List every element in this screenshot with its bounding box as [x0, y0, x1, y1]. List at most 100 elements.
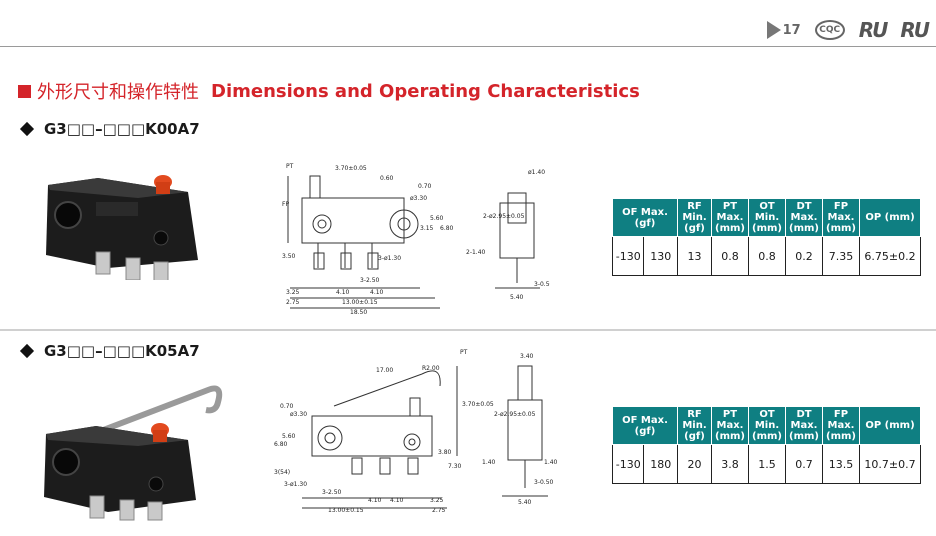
spec-table-2: OF Max. (gf) RF Min. (gf) PT Max. (mm) O… [611, 406, 921, 484]
header-rf: RF Min. (gf) [677, 406, 712, 445]
svg-text:3.80: 3.80 [438, 449, 452, 456]
value-of-b: 130 [643, 236, 678, 276]
header-fp: FP Max. (mm) [822, 406, 860, 445]
svg-text:3.15: 3.15 [420, 225, 434, 232]
svg-text:PT: PT [460, 349, 468, 356]
svg-text:4.10: 4.10 [336, 289, 350, 296]
spec-table-2-header-row: OF Max. (gf) RF Min. (gf) PT Max. (mm) O… [612, 406, 921, 445]
value-of-a: -130 [611, 236, 645, 276]
drawing1-label-pt: PT [286, 163, 294, 170]
value-of-a: -130 [611, 444, 645, 484]
section-divider [0, 329, 936, 331]
value-fp: 13.5 [822, 444, 860, 484]
svg-text:3.25: 3.25 [430, 497, 444, 504]
header-of: OF Max. (gf) [612, 198, 678, 237]
svg-text:5.60: 5.60 [282, 433, 296, 440]
svg-text:5.60: 5.60 [430, 215, 444, 222]
switch-photo-1 [46, 175, 198, 280]
value-ot: 1.5 [748, 444, 786, 484]
spec-table-1-value-row: -130 130 13 0.8 0.8 0.2 7.35 6.75±0.2 [611, 236, 921, 276]
value-fp: 7.35 [822, 236, 860, 276]
svg-text:3-0.50: 3-0.50 [534, 479, 554, 486]
header-rule [0, 46, 936, 47]
svg-text:3-0.50: 3-0.50 [534, 281, 550, 288]
header-op: OP (mm) [859, 406, 921, 445]
value-rf: 20 [677, 444, 712, 484]
svg-text:3.25: 3.25 [286, 289, 300, 296]
dimension-drawing-1: PT FP 3.70±0.05 0.60 0.70 ø3.30 3.15 5.6… [282, 163, 550, 316]
svg-text:3-ø1.30: 3-ø1.30 [284, 481, 307, 488]
svg-text:2-1.40: 2-1.40 [466, 249, 486, 256]
svg-text:4.10: 4.10 [390, 497, 404, 504]
section-title: 外形尺寸和操作特性 Dimensions and Operating Chara… [18, 78, 640, 104]
svg-text:5.40: 5.40 [518, 499, 532, 506]
value-dt: 0.2 [785, 236, 823, 276]
arrow-shape-icon [766, 21, 781, 39]
svg-text:3-ø1.30: 3-ø1.30 [378, 255, 401, 262]
svg-text:13.00±0.15: 13.00±0.15 [342, 299, 378, 306]
section-marker-icon [18, 84, 31, 98]
svg-text:4.10: 4.10 [368, 497, 382, 504]
value-rf: 13 [677, 236, 712, 276]
svg-text:1.40: 1.40 [482, 459, 496, 466]
value-ot: 0.8 [748, 236, 786, 276]
svg-text:6.80: 6.80 [440, 225, 454, 232]
header-rf: RF Min. (gf) [677, 198, 712, 237]
dimension-drawing-2: 17.00 R2.00 PT ø3.30 0.70 3.70±0.05 6.80… [274, 349, 558, 514]
cul-recognized-logo: RU [900, 18, 930, 42]
spec-table-1: OF Max. (gf) RF Min. (gf) PT Max. (mm) O… [611, 198, 921, 276]
cert-17-text: 17 [782, 22, 801, 38]
svg-text:5.40: 5.40 [510, 294, 524, 301]
svg-text:3.50: 3.50 [282, 253, 296, 260]
spec-table-2-value-row: -130 180 20 3.8 1.5 0.7 13.5 10.7±0.7 [611, 444, 921, 484]
header-ot: OT Min. (mm) [748, 406, 786, 445]
svg-text:6.80: 6.80 [274, 441, 288, 448]
svg-text:3-2.50: 3-2.50 [322, 489, 342, 496]
svg-text:0.70: 0.70 [418, 183, 432, 190]
model-name-2: G3□□–□□□K05A7 [44, 342, 200, 360]
drawing1-label-fp: FP [282, 201, 289, 208]
header-ot: OT Min. (mm) [748, 198, 786, 237]
header-pt: PT Max. (mm) [711, 198, 749, 237]
diamond-bullet-icon [19, 343, 35, 359]
svg-text:0.60: 0.60 [380, 175, 394, 182]
cqc-logo: CQC [814, 20, 845, 40]
section-title-english: Dimensions and Operating Characteristics [211, 80, 640, 102]
ul-recognized-logo: RU [858, 18, 889, 42]
value-dt: 0.7 [785, 444, 823, 484]
svg-text:3.70±0.05: 3.70±0.05 [462, 401, 494, 408]
svg-text:13.00±0.15: 13.00±0.15 [328, 507, 364, 514]
svg-text:ø1.40: ø1.40 [528, 169, 545, 176]
model-name-1: G3□□–□□□K00A7 [44, 120, 200, 138]
model-heading-1: G3□□–□□□K00A7 [18, 120, 200, 138]
section-title-chinese: 外形尺寸和操作特性 [37, 82, 199, 103]
value-of-b: 180 [643, 444, 678, 484]
svg-text:ø3.30: ø3.30 [290, 411, 307, 418]
header-dt: DT Max. (mm) [785, 406, 823, 445]
value-op: 10.7±0.7 [859, 444, 921, 484]
model-heading-2: G3□□–□□□K05A7 [18, 342, 200, 360]
certification-logos: 17 CQC RU RU [766, 18, 930, 42]
header-op: OP (mm) [859, 198, 921, 237]
header-fp: FP Max. (mm) [822, 198, 860, 237]
svg-text:3.70±0.05: 3.70±0.05 [335, 165, 367, 172]
diamond-bullet-icon [19, 121, 35, 137]
svg-text:2-ø2.95±0.05: 2-ø2.95±0.05 [494, 411, 536, 418]
svg-text:18.50: 18.50 [350, 309, 367, 316]
svg-text:3.40: 3.40 [520, 353, 534, 360]
svg-text:2.75: 2.75 [286, 299, 300, 306]
svg-text:3-2.50: 3-2.50 [360, 277, 380, 284]
header-dt: DT Max. (mm) [785, 198, 823, 237]
svg-text:4.10: 4.10 [370, 289, 384, 296]
value-pt: 3.8 [711, 444, 749, 484]
svg-text:7.30: 7.30 [448, 463, 462, 470]
header-pt: PT Max. (mm) [711, 406, 749, 445]
svg-text:17.00: 17.00 [376, 367, 393, 374]
value-pt: 0.8 [711, 236, 749, 276]
svg-text:2.75: 2.75 [432, 507, 446, 514]
svg-text:3(54): 3(54) [274, 469, 290, 476]
spec-table-1-header-row: OF Max. (gf) RF Min. (gf) PT Max. (mm) O… [612, 198, 921, 237]
svg-text:2-ø2.95±0.05: 2-ø2.95±0.05 [483, 213, 525, 220]
cert-17-logo: 17 [766, 21, 801, 39]
header-of: OF Max. (gf) [612, 406, 678, 445]
